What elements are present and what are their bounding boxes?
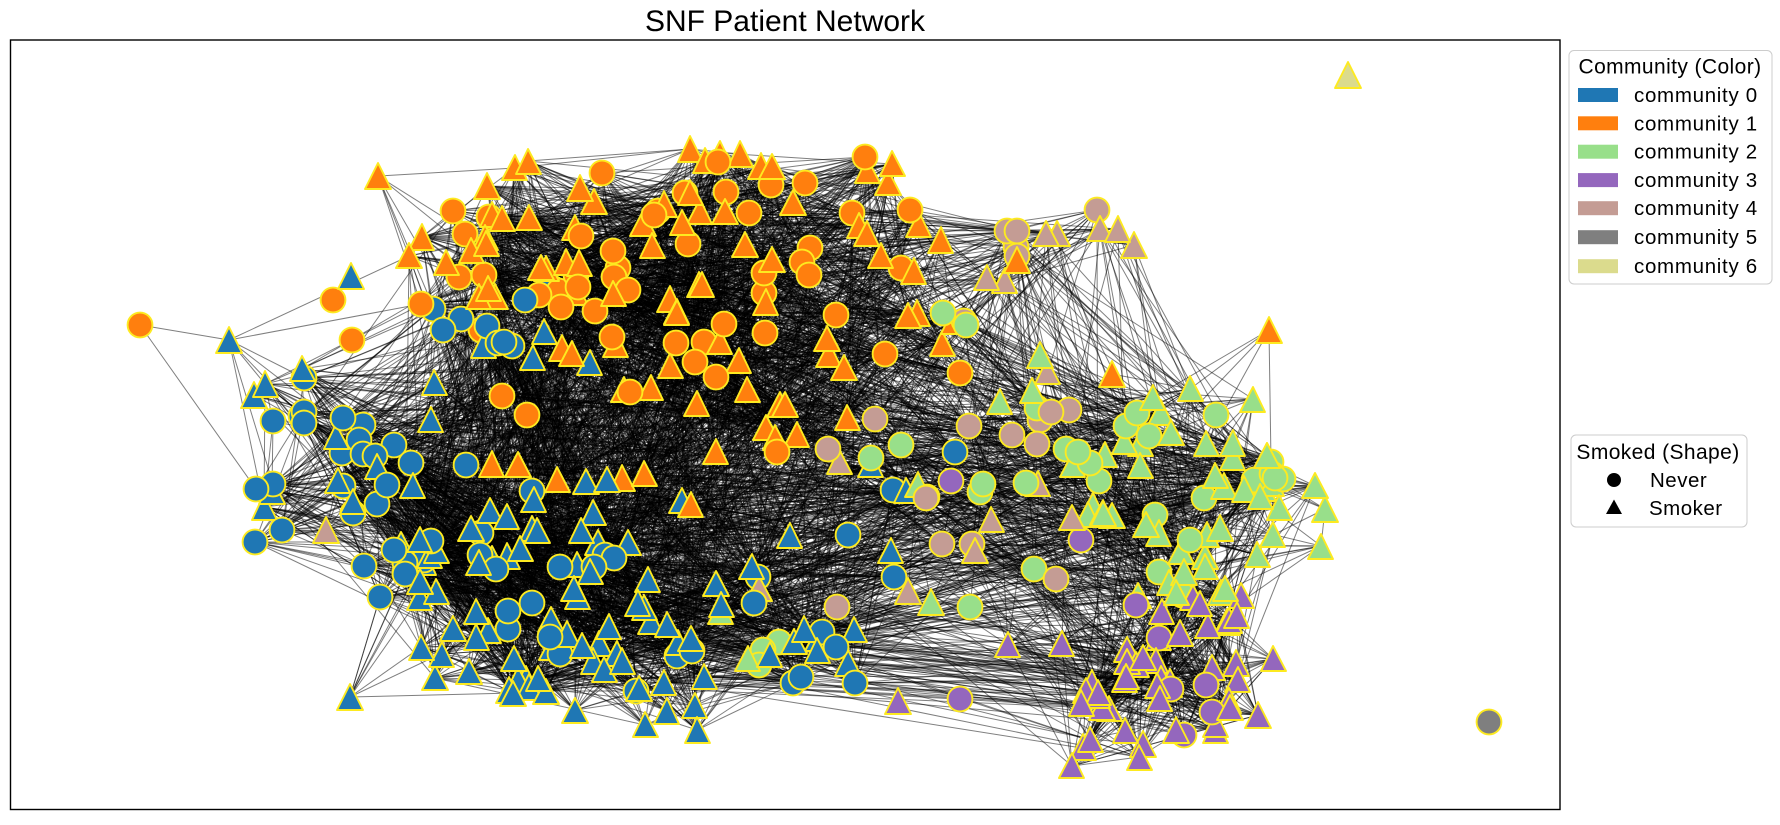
svg-text:community 5: community 5 <box>1634 226 1758 249</box>
svg-text:Never: Never <box>1650 469 1707 492</box>
svg-text:Smoked (Shape): Smoked (Shape) <box>1576 441 1739 464</box>
svg-text:Smoker: Smoker <box>1649 497 1723 520</box>
svg-text:community 0: community 0 <box>1634 84 1758 107</box>
svg-text:community 2: community 2 <box>1634 141 1758 164</box>
svg-text:community 4: community 4 <box>1634 197 1758 220</box>
svg-text:community 3: community 3 <box>1634 169 1758 192</box>
svg-text:community 6: community 6 <box>1634 255 1758 278</box>
svg-text:Community (Color): Community (Color) <box>1579 56 1762 79</box>
svg-text:SNF Patient Network: SNF Patient Network <box>645 5 926 38</box>
svg-text:community 1: community 1 <box>1634 112 1758 135</box>
